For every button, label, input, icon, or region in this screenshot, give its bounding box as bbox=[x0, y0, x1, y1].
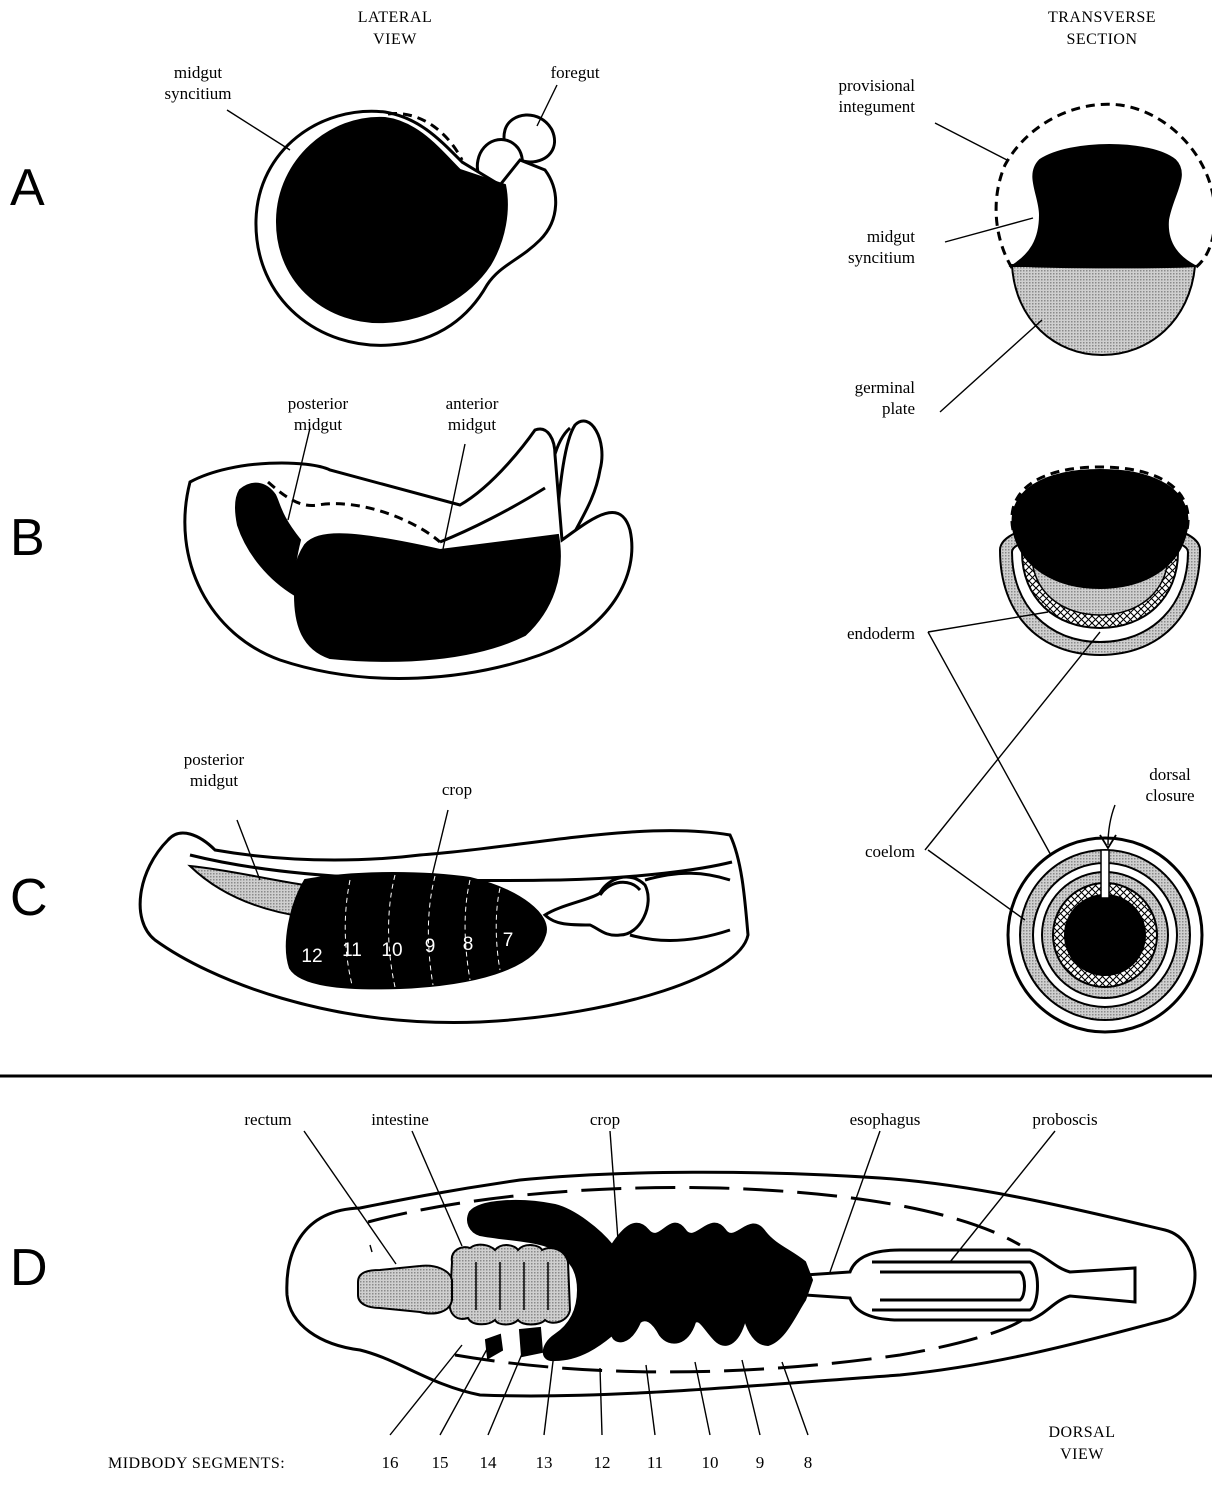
label-coelom: coelom bbox=[865, 842, 915, 861]
label-b-posterior-midgut-2: midgut bbox=[294, 415, 342, 434]
label-b-anterior-midgut-2: midgut bbox=[448, 415, 496, 434]
crop-segment-10: 10 bbox=[381, 940, 402, 961]
label-c-posterior-midgut-1: posterior bbox=[184, 750, 245, 769]
midbody-segment-8: 8 bbox=[804, 1453, 813, 1472]
transverse-heading-line2: SECTION bbox=[1066, 31, 1137, 48]
dorsal-heading-line1: DORSAL bbox=[1048, 1424, 1115, 1441]
panel-letter-d: D bbox=[10, 1239, 48, 1297]
midbody-segment-11: 11 bbox=[647, 1453, 663, 1472]
label-d-esophagus: esophagus bbox=[850, 1110, 921, 1129]
label-a-midgut-syncitium-2: syncitium bbox=[164, 84, 231, 103]
midbody-segment-9: 9 bbox=[756, 1453, 765, 1472]
label-provisional-integument-1: provisional bbox=[839, 76, 916, 95]
midbody-segment-13: 13 bbox=[536, 1453, 553, 1472]
label-dorsal-closure-1: dorsal bbox=[1149, 765, 1191, 784]
midbody-segment-15: 15 bbox=[432, 1453, 449, 1472]
panel-b-transverse-drawing bbox=[925, 467, 1200, 868]
label-a-midgut-syncitium-1: midgut bbox=[174, 63, 222, 82]
panel-d-dorsal-drawing bbox=[287, 1131, 1195, 1435]
crop-segment-9: 9 bbox=[425, 936, 436, 957]
label-d-proboscis: proboscis bbox=[1032, 1110, 1097, 1129]
crop-segment-12: 12 bbox=[301, 946, 322, 967]
label-c-posterior-midgut-2: midgut bbox=[190, 771, 238, 790]
midbody-segment-10: 10 bbox=[702, 1453, 719, 1472]
label-germinal-plate-1: germinal bbox=[855, 378, 916, 397]
lateral-heading-line1: LATERAL bbox=[358, 9, 433, 26]
midbody-segment-14: 14 bbox=[480, 1453, 498, 1472]
panel-a-lateral-drawing bbox=[227, 85, 557, 345]
label-d-crop: crop bbox=[590, 1110, 620, 1129]
transverse-heading-line1: TRANSVERSE bbox=[1048, 9, 1156, 26]
label-germinal-plate-2: plate bbox=[882, 399, 915, 418]
label-d-rectum: rectum bbox=[244, 1110, 291, 1129]
label-a-foregut: foregut bbox=[550, 63, 599, 82]
panel-b-lateral-drawing bbox=[185, 421, 632, 678]
dorsal-heading-line2: VIEW bbox=[1060, 1446, 1104, 1463]
label-b-posterior-midgut-1: posterior bbox=[288, 394, 349, 413]
midbody-segment-12: 12 bbox=[594, 1453, 611, 1472]
midbody-segments-label: MIDBODY SEGMENTS: bbox=[108, 1455, 285, 1472]
panel-letter-b: B bbox=[10, 509, 45, 567]
label-c-crop: crop bbox=[442, 780, 472, 799]
crop-segment-7: 7 bbox=[503, 930, 514, 951]
lateral-heading-line2: VIEW bbox=[373, 31, 417, 48]
label-provisional-integument-2: integument bbox=[839, 97, 916, 116]
label-dorsal-closure-2: closure bbox=[1145, 786, 1194, 805]
label-d-intestine: intestine bbox=[371, 1110, 429, 1129]
panel-letter-c: C bbox=[10, 869, 48, 927]
label-b-anterior-midgut-1: anterior bbox=[446, 394, 499, 413]
label-section-midgut-syncitium-2: syncitium bbox=[848, 248, 915, 267]
panel-letter-a: A bbox=[10, 159, 45, 217]
crop-segment-8: 8 bbox=[463, 934, 474, 955]
midbody-segment-16: 16 bbox=[382, 1453, 399, 1472]
crop-segment-11: 11 bbox=[342, 940, 362, 961]
label-section-midgut-syncitium-1: midgut bbox=[867, 227, 915, 246]
panel-c-lateral-drawing bbox=[140, 810, 748, 1023]
label-endoderm: endoderm bbox=[847, 624, 915, 643]
panel-c-transverse-drawing bbox=[928, 805, 1202, 1032]
midbody-segment-numbers: 16 15 14 13 12 11 10 9 8 bbox=[382, 1453, 813, 1472]
panel-a-transverse-drawing bbox=[935, 104, 1212, 412]
